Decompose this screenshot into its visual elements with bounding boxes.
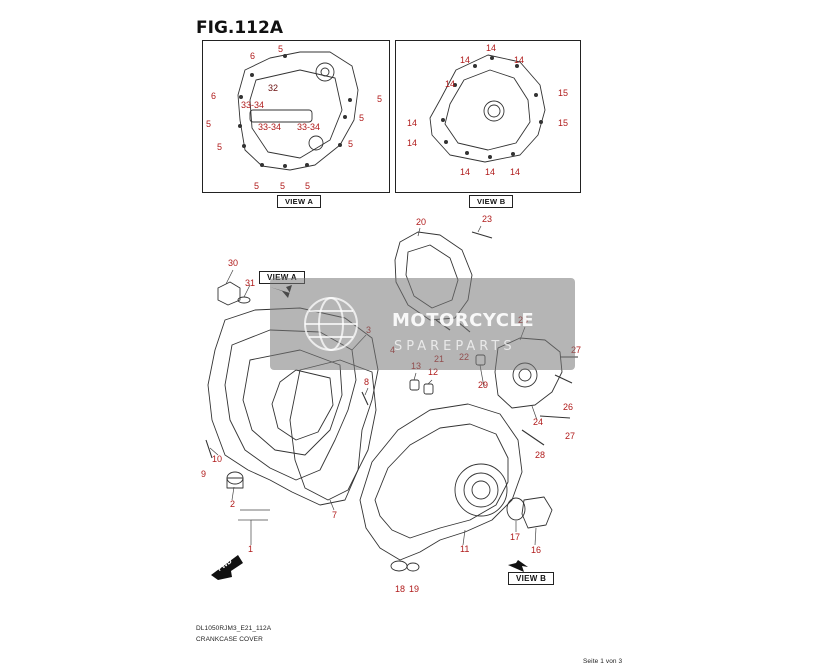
callout-b-15-a: 15 xyxy=(558,88,569,98)
callout-b-14-b: 14 xyxy=(460,55,471,65)
view-a-boss xyxy=(315,62,335,82)
callout-b-14-a: 14 xyxy=(486,43,497,53)
callout-8: 8 xyxy=(364,377,370,387)
callout-17: 17 xyxy=(510,532,521,542)
callout-a-6-top: 6 xyxy=(250,51,256,61)
callout-a-5-top: 5 xyxy=(278,44,284,54)
callout-19: 19 xyxy=(409,584,420,594)
callout-a-5-bottom-b: 5 xyxy=(280,181,286,191)
watermark-banner: MOTORCYCLE SPAREPARTS xyxy=(270,278,575,370)
callout-30: 30 xyxy=(228,258,239,268)
callout-7: 7 xyxy=(332,510,338,520)
callout-a-5-left: 5 xyxy=(206,119,212,129)
callout-a-6-left: 6 xyxy=(211,91,217,101)
view-a-panel xyxy=(202,40,390,193)
view-a-inner-outline xyxy=(249,69,343,159)
callout-b-14-g: 14 xyxy=(460,167,471,177)
callout-23: 23 xyxy=(482,214,493,224)
callout-26: 26 xyxy=(563,402,574,412)
filler-cap xyxy=(217,281,241,306)
callout-16: 16 xyxy=(531,545,542,555)
view-b-panel xyxy=(395,40,581,193)
callout-b-14-h: 14 xyxy=(485,167,496,177)
generator-hub xyxy=(454,463,508,517)
callout-28: 28 xyxy=(535,450,546,460)
figure-title: FIG.112A xyxy=(196,18,283,38)
callout-a-33-34-c: 33-34 xyxy=(297,122,321,132)
callout-a-33-34-b: 33-34 xyxy=(258,122,282,132)
callout-a-5-bottom-a: 5 xyxy=(254,181,260,191)
callout-a-5-right-b: 5 xyxy=(359,113,365,123)
view-a-oil-plug xyxy=(308,135,324,151)
view-b-cover-outline xyxy=(429,54,546,163)
callout-b-14-i: 14 xyxy=(510,167,521,177)
callout-31: 31 xyxy=(245,278,256,288)
callout-b-14-d: 14 xyxy=(445,79,456,89)
watermark-title: MOTORCYCLE xyxy=(392,310,535,331)
callout-10: 10 xyxy=(212,454,223,464)
view-b-inner-outline xyxy=(444,69,531,151)
callout-a-5-left-b: 5 xyxy=(217,142,223,152)
callout-1: 1 xyxy=(248,544,254,554)
view-a-logo-plate xyxy=(249,109,313,123)
view-b-arrow xyxy=(508,560,528,572)
callout-b-14-f: 14 xyxy=(407,138,418,148)
callout-b-14-e: 14 xyxy=(407,118,418,128)
callout-a-32: 32 xyxy=(268,83,279,93)
callout-20: 20 xyxy=(416,217,427,227)
view-b-tag: VIEW B xyxy=(469,195,514,208)
callout-a-33-34-a: 33-34 xyxy=(241,100,265,110)
callout-b-15-b: 15 xyxy=(558,118,569,128)
plug-16 xyxy=(521,496,553,529)
callout-12: 12 xyxy=(428,367,439,377)
page-indicator: Seite 1 von 3 xyxy=(583,658,623,665)
view-a-tag: VIEW A xyxy=(277,195,322,208)
callout-27-b: 27 xyxy=(565,431,576,441)
fwd-arrow xyxy=(211,555,243,580)
view-b-inline-tag: VIEW B xyxy=(508,572,555,585)
callout-27-a: 27 xyxy=(571,345,582,355)
view-b-center-hole xyxy=(483,100,505,122)
callout-29: 29 xyxy=(478,380,489,390)
callout-24: 24 xyxy=(533,417,544,427)
watermark-subtitle: SPAREPARTS xyxy=(394,339,516,354)
callout-2: 2 xyxy=(230,499,236,509)
callout-a-5-right-a: 5 xyxy=(377,94,383,104)
diagram-code: DL1050RJM3_E21_112A xyxy=(196,625,272,632)
diagram-caption: CRANKCASE COVER xyxy=(196,636,263,643)
callout-18: 18 xyxy=(395,584,406,594)
view-a-cover-outline xyxy=(237,51,359,171)
o-ring-17 xyxy=(506,497,526,521)
callout-9: 9 xyxy=(201,469,207,479)
callout-a-5-right-c: 5 xyxy=(348,139,354,149)
globe-logo-icon xyxy=(304,297,358,351)
callout-a-5-bottom-c: 5 xyxy=(305,181,311,191)
callout-b-14-c: 14 xyxy=(514,55,525,65)
generator-cover-outline xyxy=(359,403,523,561)
callout-11: 11 xyxy=(460,544,470,554)
